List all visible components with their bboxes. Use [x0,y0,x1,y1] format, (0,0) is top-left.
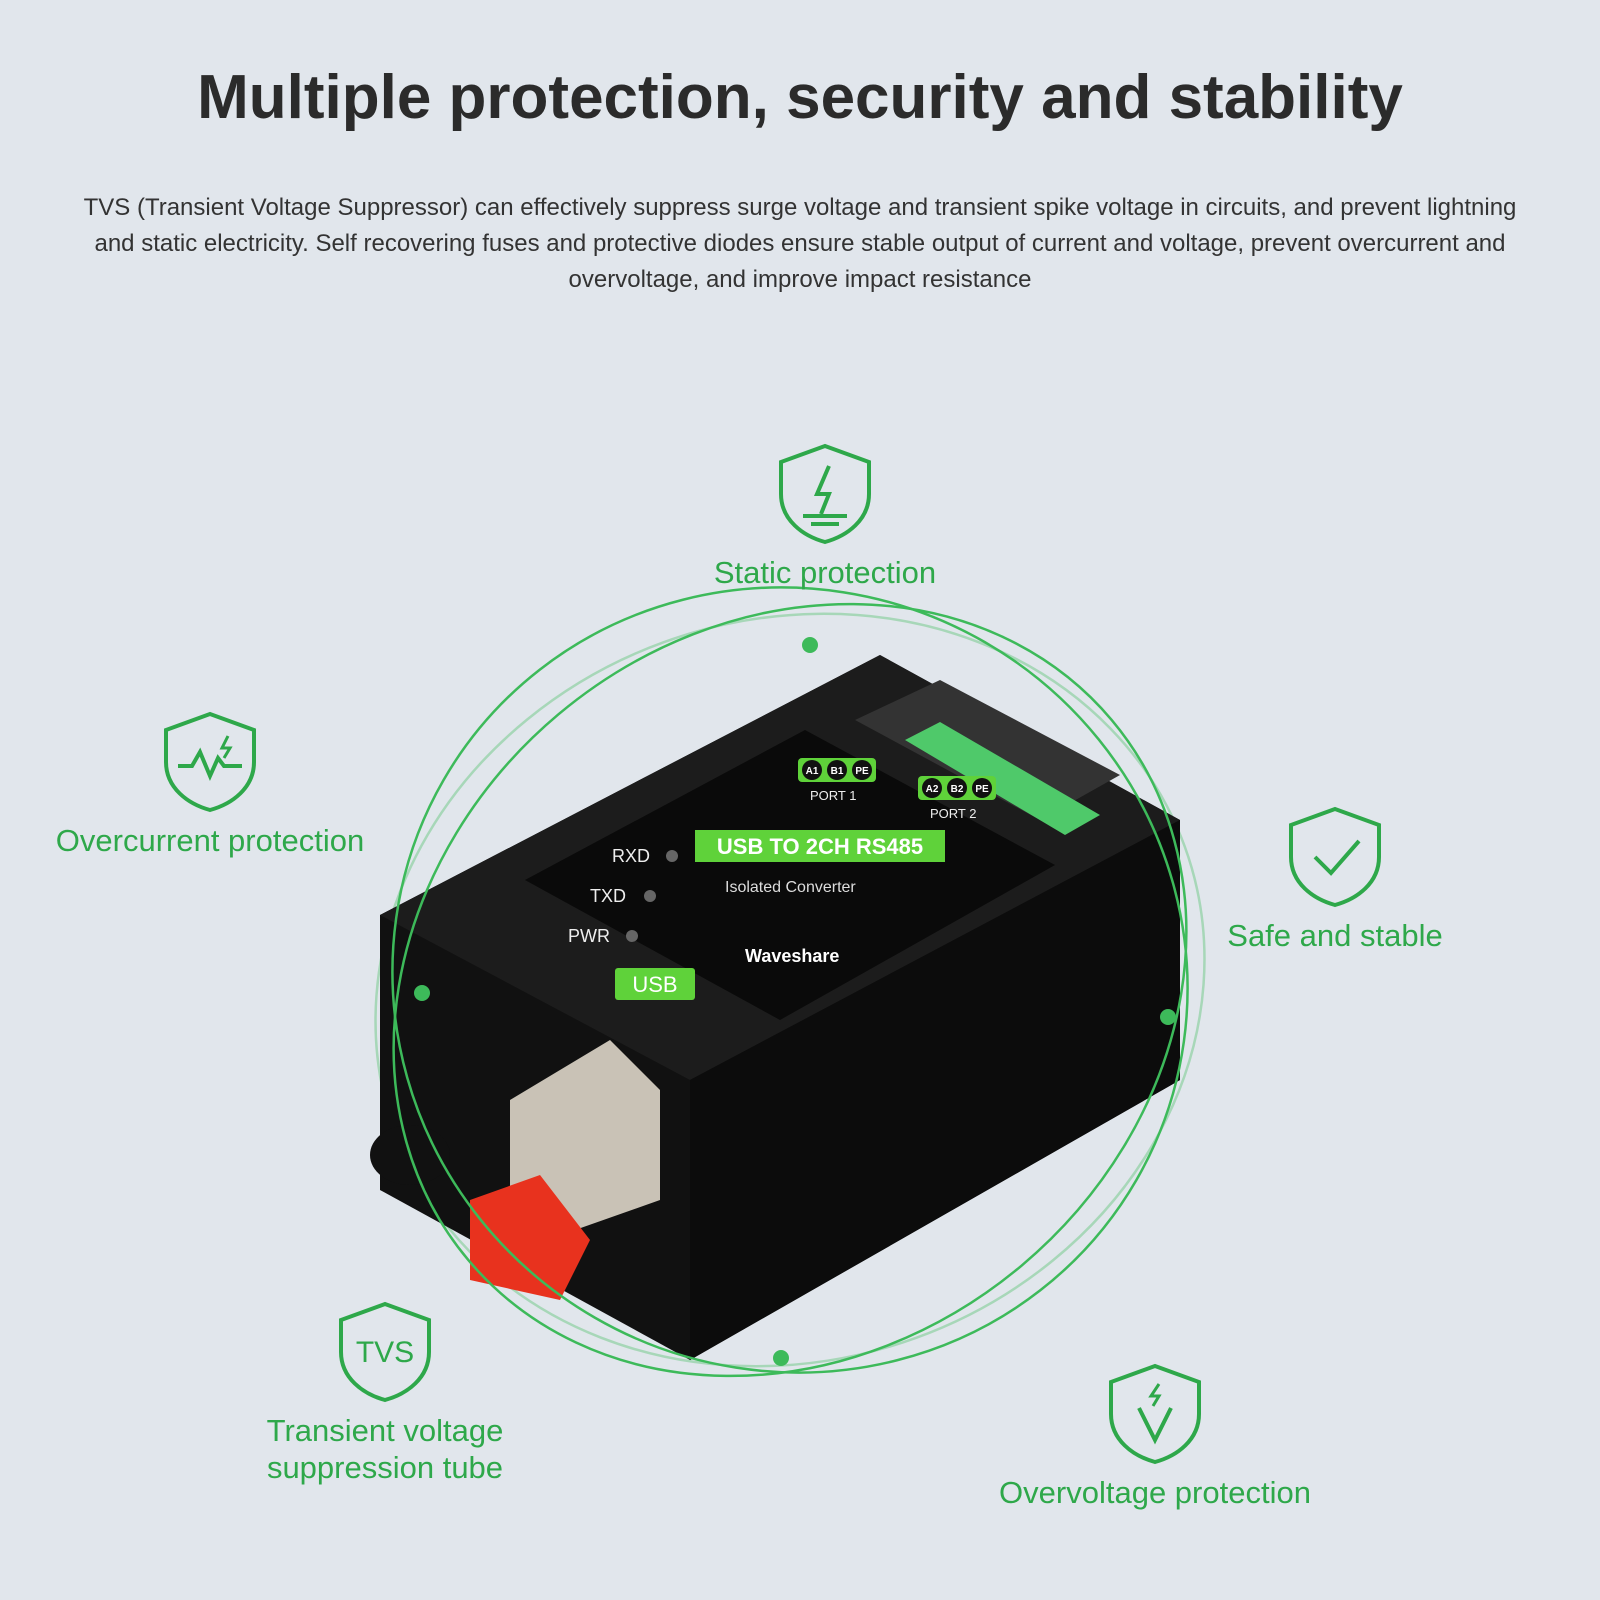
device-name: USB TO 2CH RS485 [717,834,923,859]
page-title: Multiple protection, security and stabil… [197,63,1403,132]
pin-label: A1 [806,766,819,777]
pin-label: B1 [831,766,844,777]
port2-pins: A2 B2 PE [918,776,996,800]
device-name-strip [695,830,945,862]
feature-label: Safe and stable [1227,918,1443,953]
port1-pins: A1 B1 PE [798,758,876,782]
feature-overcurrent-protection: Overcurrent protection [20,710,400,859]
feature-label: Transient voltage suppression tube [266,1413,504,1485]
pulse-shield-icon [164,711,256,813]
pin-label: A2 [926,784,939,795]
feature-label: Static protection [713,555,937,590]
feature-overvoltage-protection: Overvoltage protection [965,1362,1345,1511]
pin-label: PE [975,784,989,795]
voltage-shield-icon [1109,1363,1201,1465]
led-pwr [626,930,638,942]
description: TVS (Transient Voltage Suppressor) can e… [83,194,1517,293]
brand-name: Waveshare [745,946,839,966]
lightning-ground-shield-icon [779,443,871,545]
converter-device: A1 B1 PE PORT 1 A2 B2 PE PORT 2 USB TO 2… [370,655,1180,1360]
led-label-rxd: RXD [612,846,650,866]
device-subtitle: Isolated Converter [725,879,856,896]
orbit-rings-front [391,586,1189,1378]
port2-label: PORT 2 [930,806,976,821]
din-clip [470,1175,590,1300]
feature-label: Overvoltage protection [999,1475,1311,1510]
led-txd [644,890,656,902]
check-shield-icon [1289,806,1381,908]
led-label-txd: TXD [590,886,626,906]
svg-text:TVS: TVS [356,1336,414,1369]
feature-safe-and-stable: Safe and stable [1195,805,1475,954]
led-label-pwr: PWR [568,926,610,946]
terminal-block [905,722,1100,835]
pin-label: B2 [951,784,964,795]
tvs-shield-icon: TVS [339,1301,431,1403]
feature-tvs: TVS Transient voltage suppression tube [235,1300,535,1486]
usb-b-port [510,1040,660,1230]
port1-label: PORT 1 [810,788,856,803]
pin-label: PE [855,766,869,777]
orbit-dots [414,637,1176,1366]
feature-static-protection: Static protection [660,442,990,591]
usb-label: USB [632,972,677,997]
led-rxd [666,850,678,862]
feature-label: Overcurrent protection [55,823,365,858]
